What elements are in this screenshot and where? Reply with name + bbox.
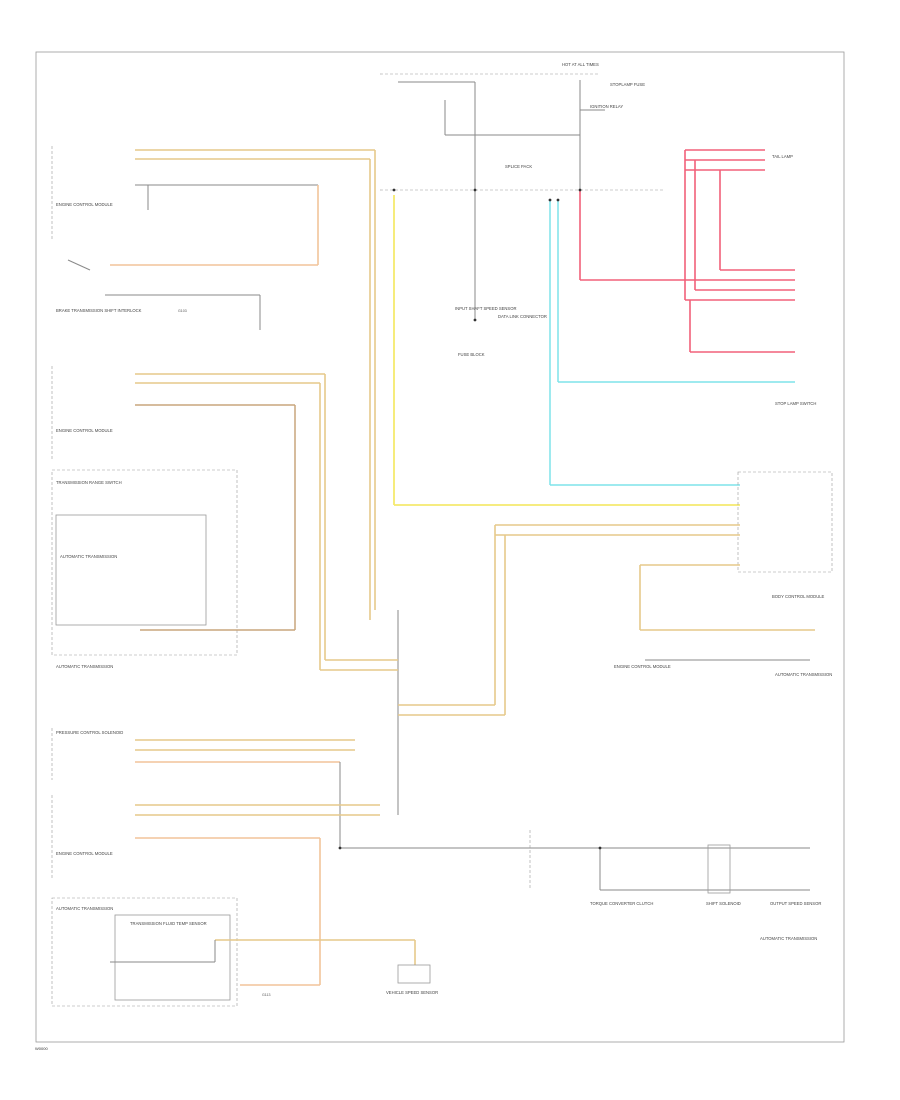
solenoid-row	[529, 830, 810, 894]
trans-box-label: AUTOMATIC TRANSMISSION	[60, 554, 117, 559]
shift-sol-label: SHIFT SOLENOID	[706, 901, 741, 906]
fuse-block-label: FUSE BLOCK	[458, 352, 485, 357]
tail-lamp-wires	[579, 149, 795, 353]
auto-trans-3-label: AUTOMATIC TRANSMISSION	[760, 936, 817, 941]
connector-dots	[338, 188, 602, 850]
trans-bottom-inner	[114, 914, 231, 1001]
splice-pack-label: SPLICE PACK	[505, 164, 532, 169]
auto-trans-2-label: AUTOMATIC TRANSMISSION	[775, 672, 832, 677]
trans-bottom-box	[51, 897, 238, 1007]
auto-trans-4-label: AUTOMATIC TRANSMISSION	[56, 906, 113, 911]
stop-lamp-switch-label: STOP LAMP SWITCH	[775, 401, 816, 406]
pressure-control-label: PRESSURE CONTROL SOLENOID	[56, 730, 123, 735]
ecm-d-label: ENGINE CONTROL MODULE	[56, 851, 113, 856]
trans-inner-box	[55, 514, 207, 626]
ecm-a-connector	[51, 146, 375, 266]
stop-fuse-label: STOPLAMP FUSE	[610, 82, 645, 87]
trans-range-box	[51, 469, 238, 656]
output-speed-label: OUTPUT SPEED SENSOR	[770, 901, 821, 906]
brake-switch	[67, 259, 261, 330]
center-wires	[369, 150, 795, 815]
vehicle-speed-label: VEHICLE SPEED SENSOR	[386, 990, 438, 995]
ground-1-label: G103	[178, 309, 187, 313]
battery-label: HOT AT ALL TIMES	[562, 62, 599, 67]
ground-2-label: G113	[262, 993, 271, 997]
bcm-wires	[494, 524, 815, 715]
data-link-label: DATA LINK CONNECTOR	[498, 314, 547, 319]
bcm-box	[737, 471, 833, 573]
tcc-label: TORQUE CONVERTER CLUTCH	[590, 901, 653, 906]
ecm-d-connector	[51, 795, 380, 986]
power-bus	[380, 73, 665, 320]
auto-trans-1-label: AUTOMATIC TRANSMISSION	[56, 664, 113, 669]
ignition-relay-label: IGNITION RELAY	[590, 104, 623, 109]
vss-wires	[110, 939, 416, 965]
brake-switch-label: BRAKE TRANSMISSION SHIFT INTERLOCK	[56, 308, 142, 313]
bcm-label: BODY CONTROL MODULE	[772, 594, 825, 599]
trans-fluid-temp-label: TRANSMISSION FLUID TEMP SENSOR	[130, 921, 207, 926]
ecm-c-connector	[51, 728, 590, 849]
ecm-b-connector	[51, 366, 326, 670]
center-connector-wires	[320, 659, 505, 716]
input-shaft-label: INPUT SHAFT SPEED SENSOR	[455, 306, 517, 311]
tail-lamps-label: TAIL LAMP	[772, 154, 793, 159]
trans-range-label: TRANSMISSION RANGE SWITCH	[56, 480, 122, 485]
ecm-b-label: ENGINE CONTROL MODULE	[56, 428, 113, 433]
footer-code: W0000	[35, 1046, 48, 1051]
ecm-c-label: ENGINE CONTROL MODULE	[614, 664, 671, 669]
vss-sensor	[397, 964, 431, 984]
diagram-frame	[35, 51, 845, 1043]
ecm-a-label: ENGINE CONTROL MODULE	[56, 202, 113, 207]
